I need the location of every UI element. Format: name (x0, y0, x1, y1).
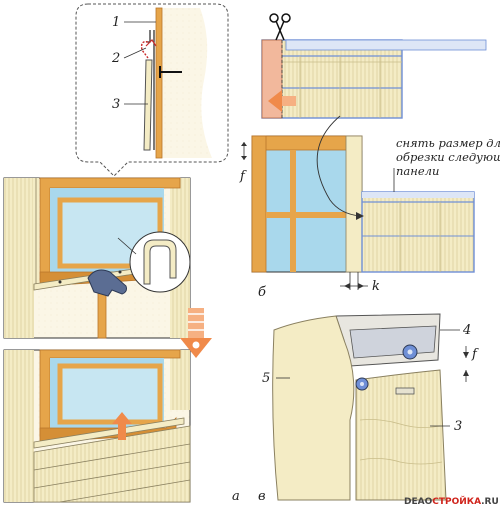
label-part-3b: 3 (454, 419, 462, 434)
annotation-line-1: снять размер для (396, 136, 500, 150)
label-panel-v: в (258, 489, 266, 504)
svg-text:DEAOСТРОЙКА.RU: DEAOСТРОЙКА.RU (404, 495, 499, 507)
watermark: DEAOСТРОЙКА.RU (404, 495, 499, 507)
panel-b: f k снять размер для обрезки следующей п… (239, 13, 500, 300)
detail-callout: 1 2 3 (75, 3, 229, 177)
watermark-part-3: .RU (481, 497, 499, 507)
label-part-1: 1 (112, 15, 120, 30)
arrow-up-icon (112, 412, 132, 440)
label-dim-f-bottom: f (471, 347, 479, 362)
arrow-left-icon (268, 90, 296, 112)
watermark-part-2: СТРОЙКА (432, 495, 481, 507)
panel-a-top (3, 177, 191, 339)
arrow-down-icon (180, 308, 212, 358)
scissors-icon (269, 13, 291, 41)
label-part-5: 5 (262, 371, 270, 386)
watermark-part-1: DEAO (404, 497, 433, 507)
hammer-icon (87, 269, 127, 339)
label-dim-f-top: f (239, 169, 247, 184)
panel-a-bottom (3, 308, 212, 503)
label-panel-a: а (232, 489, 240, 504)
label-dim-k: k (372, 279, 380, 294)
label-part-4: 4 (462, 323, 471, 338)
label-panel-b: б (258, 285, 266, 300)
annotation-line-3: панели (396, 164, 439, 178)
panel-v: 4 f 5 3 в (258, 313, 479, 504)
annotation-line-2: обрезки следующей (396, 150, 500, 164)
label-part-3: 3 (112, 97, 120, 112)
label-part-2: 2 (111, 51, 120, 66)
